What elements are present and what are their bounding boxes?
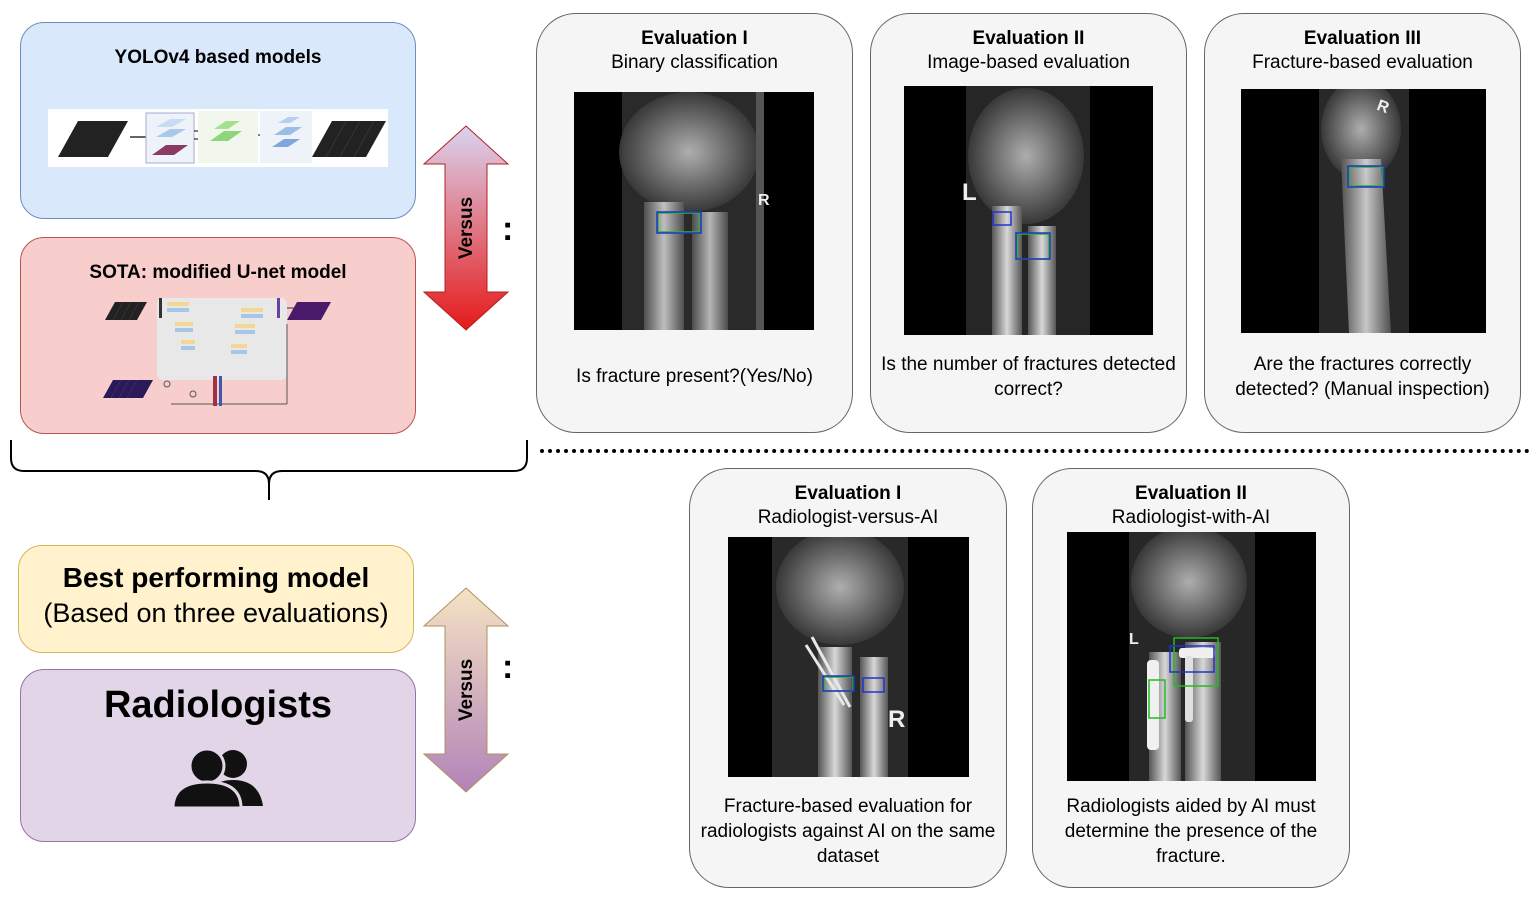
evaluation-title: Evaluation I (794, 483, 902, 504)
versus-label-top: Versus (456, 197, 477, 259)
radiologists-title: Radiologists (103, 684, 333, 726)
evaluation-subtitle: Image-based evaluation (927, 52, 1130, 73)
evaluation-panel-fracture-based: Evaluation III Fracture-based evaluation… (1204, 13, 1521, 433)
section-divider (540, 449, 1530, 453)
xray-image: R (574, 92, 814, 330)
versus-arrow-bottom: Versus (422, 587, 510, 793)
evaluation-title: Evaluation III (1303, 28, 1422, 49)
versus-arrow-top: Versus (422, 125, 510, 331)
colon-bottom: : (502, 648, 514, 686)
xray-image: R (728, 537, 969, 777)
unet-model-title: SOTA: modified U-net model (89, 262, 347, 283)
evaluation-title: Evaluation I (641, 28, 748, 49)
evaluation-question: Are the fractures correctly detected? (M… (1235, 354, 1490, 400)
yolo-architecture-diagram (48, 109, 388, 167)
unet-model-box: SOTA: modified U-net model (20, 237, 416, 434)
xray-image: L (904, 86, 1153, 335)
evaluation-subtitle: Binary classification (611, 52, 778, 73)
xray-image: L (1067, 532, 1316, 781)
yolo-models-box: YOLOv4 based models (20, 22, 416, 219)
xray-image: R (1241, 89, 1486, 333)
evaluation-subtitle: Radiologist-with-AI (1111, 507, 1271, 528)
evaluation-question: Is the number of fractures detected corr… (881, 354, 1176, 400)
evaluation-title: Evaluation II (972, 28, 1085, 49)
radiologists-box: Radiologists (20, 669, 416, 842)
xray-marker-l: L (1129, 631, 1139, 648)
yolo-models-title: YOLOv4 based models (114, 47, 322, 68)
best-model-title: Best performing model (62, 562, 370, 593)
users-icon (171, 747, 263, 808)
best-model-box: Best performing model (Based on three ev… (18, 545, 414, 653)
grouping-bracket (10, 440, 528, 500)
evaluation-subtitle: Radiologist-versus-AI (757, 507, 939, 528)
colon-top: : (502, 210, 514, 248)
evaluation-panel-image-based: Evaluation II Image-based evaluation L I… (870, 13, 1187, 433)
evaluation-subtitle: Fracture-based evaluation (1252, 52, 1473, 73)
best-model-subtitle: (Based on three evaluations) (43, 598, 389, 628)
xray-marker-r: R (758, 192, 770, 209)
versus-label-bottom: Versus (456, 659, 477, 721)
evaluation-question: Is fracture present?(Yes/No) (576, 366, 813, 387)
evaluation-panel-radiologist-with-ai: Evaluation II Radiologist-with-AI L Radi… (1032, 468, 1350, 888)
evaluation-title: Evaluation II (1135, 483, 1247, 504)
unet-architecture-diagram (101, 294, 341, 412)
evaluation-question: Fracture-based evaluation for radiologis… (700, 796, 996, 867)
xray-marker-r: R (888, 706, 905, 733)
evaluation-panel-binary: Evaluation I Binary classification R Is … (536, 13, 853, 433)
evaluation-panel-radiologist-versus-ai: Evaluation I Radiologist-versus-AI R Fra… (689, 468, 1007, 888)
xray-marker-l: L (962, 179, 977, 206)
evaluation-question: Radiologists aided by AI must determine … (1064, 796, 1318, 867)
